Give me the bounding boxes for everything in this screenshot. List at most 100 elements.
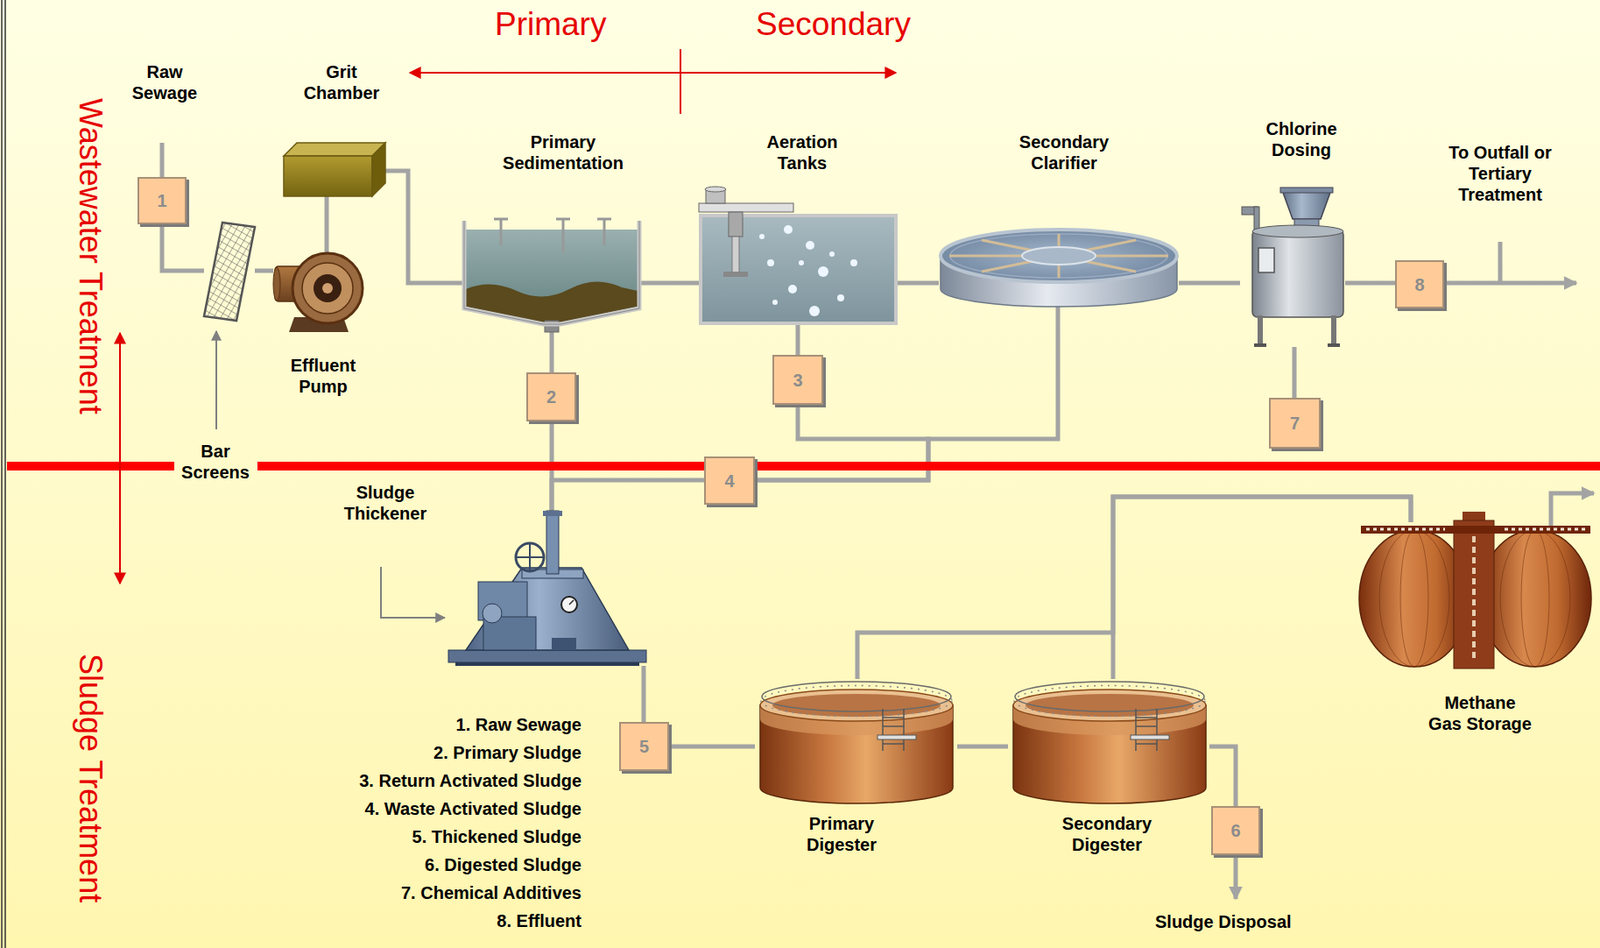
- thickener-icon: [551, 637, 577, 650]
- callout-number: 4: [724, 470, 734, 492]
- chlorine-dosing-icon: [1294, 218, 1319, 232]
- grit-chamber-icon: [283, 142, 386, 197]
- aeration-tank-icon: [759, 233, 765, 240]
- pipe-connector: [551, 479, 705, 511]
- pump-icon: [273, 253, 363, 332]
- aeration-tank-icon: [700, 215, 896, 324]
- chlorine-dosing-icon: [1241, 206, 1258, 215]
- pipe-connector: [1292, 346, 1297, 398]
- aeration-tank-icon: [698, 203, 794, 212]
- equipment-label: Chlorine Dosing: [1248, 118, 1354, 161]
- pipe-connector: [857, 496, 1411, 679]
- aeration-tank-icon: [759, 225, 858, 317]
- thickener-icon: [515, 542, 544, 571]
- open-pipe: [162, 142, 1594, 899]
- open-pipe: [1498, 241, 1503, 283]
- clarifier-icon: [981, 255, 1059, 272]
- thickener-icon: [521, 569, 584, 578]
- legend-line: 7. Chemical Additives: [283, 881, 582, 903]
- section-divider: [679, 49, 682, 114]
- text-label: Raw Sewage: [125, 61, 205, 104]
- gas-storage-icon: [1479, 529, 1592, 667]
- primary-digester-icon: [882, 708, 904, 751]
- clarifier-icon: [1058, 254, 1169, 258]
- aeration-tank-icon: [698, 186, 896, 324]
- thickener-icon: [478, 581, 528, 621]
- primary-digester: Primary Digester: [754, 678, 958, 806]
- pipe-connector: [1345, 281, 1396, 286]
- pipe-connector: [1178, 281, 1241, 286]
- callout-box: 8: [1395, 260, 1445, 309]
- chlorine-dosing-icon: [1282, 190, 1332, 219]
- clarifier-icon: [1058, 239, 1136, 256]
- aeration-tank-icon: [723, 271, 748, 277]
- gas-storage-icon: [1360, 525, 1591, 534]
- clarifier-icon: [940, 229, 1178, 282]
- legend-line: 2. Primary Sludge: [283, 741, 582, 763]
- leader-arrow: [380, 566, 445, 618]
- text-label: Secondary: [755, 5, 911, 44]
- secondary-digester-icon: [1013, 689, 1206, 721]
- sludge-thickener: Sludge Thickener: [446, 510, 649, 666]
- gas-storage-icon: [1379, 529, 1450, 667]
- text-label: Sludge Disposal: [1155, 910, 1292, 932]
- open-pipe: [1233, 854, 1239, 899]
- legend-line: 6. Digested Sludge: [283, 853, 582, 875]
- pump-icon: [313, 274, 342, 303]
- grit-chamber-icon: [283, 155, 373, 197]
- chlorine-dosing-icon: [1254, 343, 1267, 347]
- section-title: Sludge Treatment: [71, 653, 109, 903]
- aeration-tank-icon: [829, 251, 835, 257]
- aeration-tank-icon: [767, 259, 775, 267]
- leader-arrow: [215, 331, 218, 430]
- callout-box: 7: [1268, 397, 1321, 449]
- clarifier-icon: [1057, 255, 1061, 278]
- secondary-digester-icon: [1155, 708, 1158, 751]
- text-label: Primary: [494, 5, 607, 44]
- sedimentation-tank-icon: [464, 218, 640, 332]
- clarifier-icon: [1022, 246, 1096, 265]
- pump-icon: [302, 262, 353, 314]
- section-title: Wastewater Treatment: [71, 98, 109, 415]
- chlorine-dosing-icon: [1331, 315, 1337, 346]
- aeration-tank-icon: [772, 299, 778, 305]
- primary-digester-icon: [761, 681, 952, 712]
- bar-screen-icon: [204, 222, 255, 321]
- aeration-tank-icon: [705, 189, 726, 204]
- grit-chamber-icon: [372, 142, 386, 197]
- page-border: [1, 0, 6, 948]
- thickener-icon: [455, 662, 640, 666]
- secondary-digester-icon: [1134, 708, 1137, 751]
- clarifier: Secondary Clarifier: [938, 229, 1179, 307]
- gas-storage-icon: [1472, 535, 1476, 663]
- sedimentation-tank-icon: [500, 218, 503, 246]
- thickener-icon: [542, 510, 563, 516]
- section-divider: [409, 71, 896, 74]
- legend-line: 8. Effluent: [283, 909, 582, 931]
- primary-digester-icon: [882, 742, 904, 745]
- gas-storage-icon: [1462, 511, 1486, 526]
- clarifier-icon: [949, 233, 1169, 278]
- secondary-digester-icon: [1014, 685, 1206, 717]
- equipment-label: Secondary Digester: [1050, 812, 1164, 855]
- thickener-icon: [482, 603, 502, 623]
- pump-icon: [274, 266, 305, 302]
- page-border: [0, 0, 3, 948]
- pipe-connector: [957, 744, 1008, 749]
- primary-digester-icon: [760, 704, 953, 804]
- callout-box: 6: [1211, 805, 1261, 855]
- secondary-digester-icon: [1014, 681, 1205, 712]
- sedimentation-tank-icon: [556, 218, 571, 221]
- callout-number: 7: [1289, 412, 1300, 434]
- primary-digester-icon: [902, 708, 905, 751]
- pump-icon: [322, 282, 333, 294]
- chlorine-dosing-icon: [1241, 187, 1344, 347]
- primary-digester-icon: [772, 693, 941, 717]
- page-border: [4, 0, 7, 948]
- clarifier-icon: [981, 239, 1059, 256]
- sedimentation-tank-icon: [464, 220, 640, 325]
- secondary-digester-icon: [1135, 742, 1157, 745]
- callout-number: 2: [546, 386, 557, 408]
- equipment-label: Primary Digester: [793, 812, 890, 855]
- thickener-icon: [515, 556, 544, 558]
